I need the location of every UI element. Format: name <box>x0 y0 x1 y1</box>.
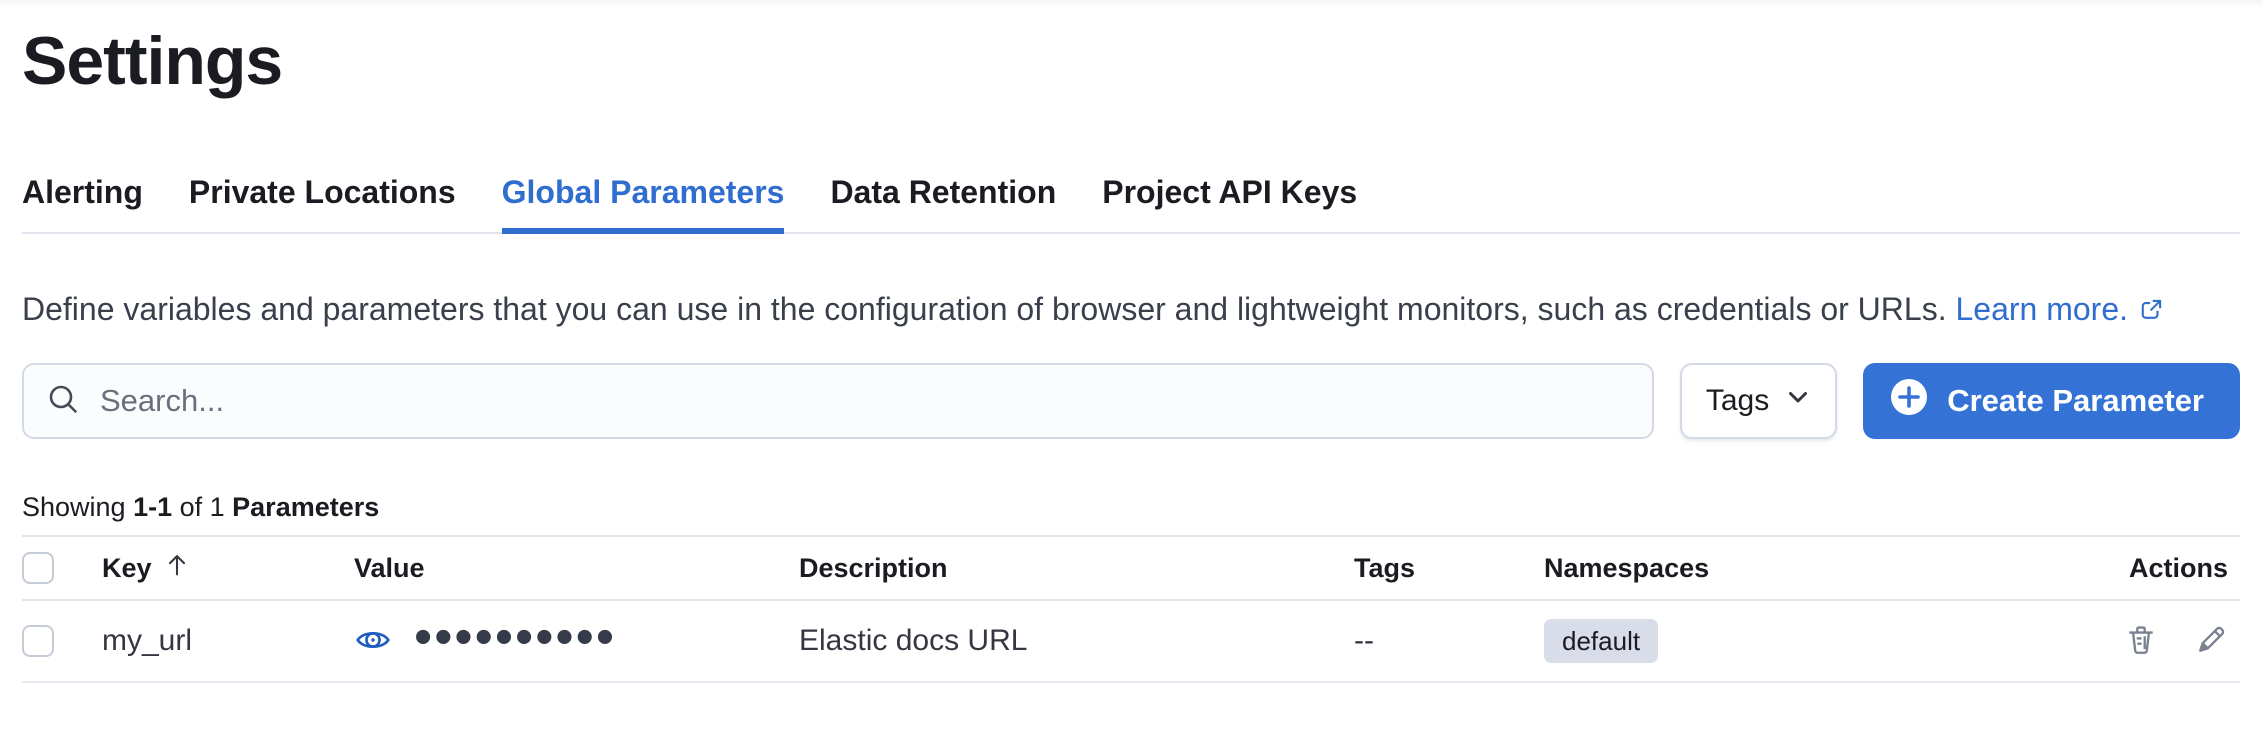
table-row: my_url •••••••••• Elastic docs URL -- de… <box>22 601 2240 683</box>
select-all-cell <box>22 552 102 584</box>
tags-filter-label: Tags <box>1705 384 1770 417</box>
column-header-value: Value <box>354 552 425 583</box>
column-header-key-label: Key <box>102 552 152 583</box>
column-header-key[interactable]: Key <box>102 550 354 587</box>
summary-of: of 1 <box>172 492 233 522</box>
select-all-checkbox[interactable] <box>22 552 54 584</box>
row-select-cell <box>22 625 102 657</box>
pencil-icon <box>2194 623 2228 660</box>
eye-icon <box>354 621 392 662</box>
parameters-table: Key Value Description Tags Namespaces Ac… <box>22 535 2240 683</box>
search-icon <box>46 382 80 421</box>
page-description: Define variables and parameters that you… <box>22 284 2240 337</box>
learn-more-label: Learn more. <box>1955 291 2128 327</box>
learn-more-link[interactable]: Learn more. <box>1955 291 2164 327</box>
row-value-cell: •••••••••• <box>354 611 799 667</box>
masked-value: •••••••••• <box>414 608 617 666</box>
chevron-down-icon <box>1785 384 1811 418</box>
tags-filter-button[interactable]: Tags <box>1679 363 1838 439</box>
result-count-summary: Showing 1-1 of 1 Parameters <box>22 491 2240 523</box>
create-parameter-label: Create Parameter <box>1947 383 2204 418</box>
plus-in-circle-icon <box>1889 377 1929 425</box>
delete-parameter-button[interactable] <box>2124 623 2158 660</box>
select-row-checkbox[interactable] <box>22 625 54 657</box>
tab-private-locations[interactable]: Private Locations <box>188 174 456 210</box>
column-header-namespaces: Namespaces <box>1544 552 1710 583</box>
trash-icon <box>2124 623 2158 660</box>
row-namespaces-cell: default <box>1544 619 2090 663</box>
namespace-badge: default <box>1544 619 1659 663</box>
tab-project-api-keys[interactable]: Project API Keys <box>1102 174 1358 210</box>
tab-alerting[interactable]: Alerting <box>22 174 143 210</box>
row-actions-cell <box>2090 623 2240 660</box>
column-header-description: Description <box>799 552 948 583</box>
column-header-tags: Tags <box>1354 552 1416 583</box>
tab-global-parameters[interactable]: Global Parameters <box>501 172 785 234</box>
arrow-up-icon <box>162 550 192 587</box>
row-key-cell: my_url <box>102 624 193 657</box>
top-scroll-shadow <box>0 0 2262 8</box>
settings-tab-bar: Alerting Private Locations Global Parame… <box>22 172 2240 234</box>
reveal-value-button[interactable] <box>354 621 392 662</box>
summary-showing: Showing <box>22 492 134 522</box>
table-header-row: Key Value Description Tags Namespaces Ac… <box>22 537 2240 601</box>
row-tags-cell: -- <box>1354 624 1374 657</box>
tab-data-retention[interactable]: Data Retention <box>830 174 1057 210</box>
create-parameter-button[interactable]: Create Parameter <box>1863 363 2240 439</box>
settings-page: Settings Alerting Private Locations Glob… <box>0 22 2262 683</box>
summary-range: 1-1 <box>133 492 173 522</box>
external-link-icon <box>2138 287 2164 337</box>
column-header-actions: Actions <box>2128 552 2228 583</box>
row-description-cell: Elastic docs URL <box>799 624 1028 657</box>
edit-parameter-button[interactable] <box>2194 623 2228 660</box>
toolbar: Tags Create Parameter <box>22 363 2240 439</box>
search-input[interactable] <box>100 383 1630 419</box>
page-title: Settings <box>22 23 283 99</box>
summary-entity: Parameters <box>232 492 380 522</box>
description-text: Define variables and parameters that you… <box>22 291 1947 327</box>
search-box[interactable] <box>22 363 1654 439</box>
